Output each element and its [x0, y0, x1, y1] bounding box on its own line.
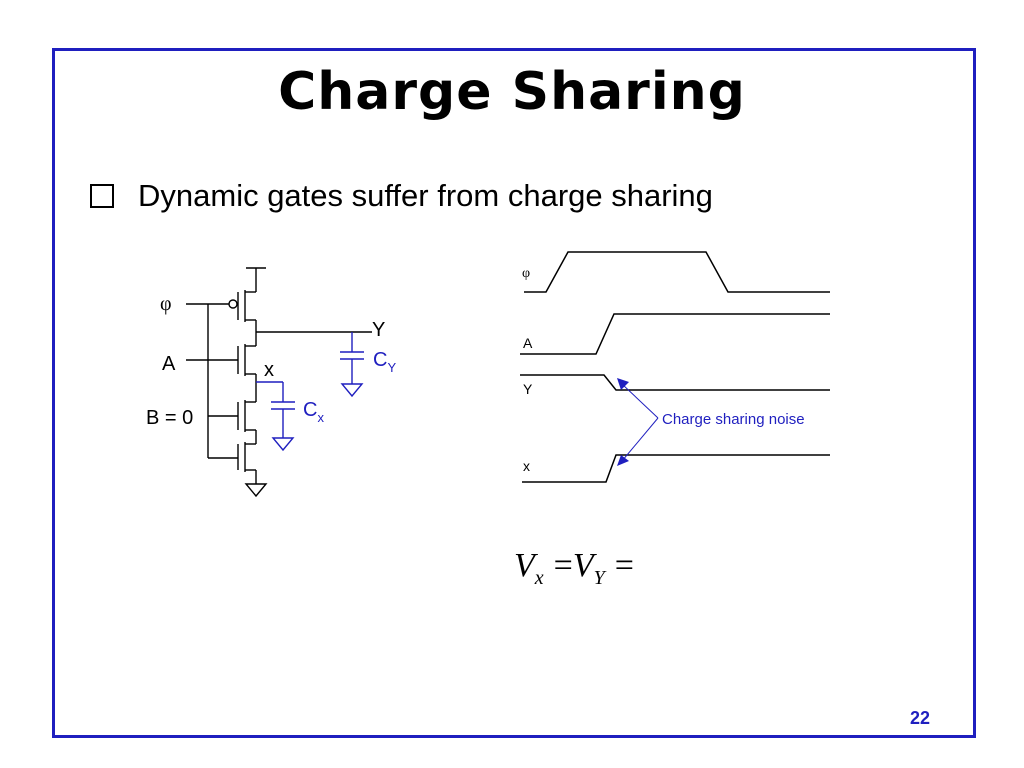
slide-title: Charge Sharing: [278, 62, 746, 122]
equation: Vx=VY=: [514, 547, 634, 589]
cx-ground-icon: [271, 437, 295, 452]
pmos-bubble: [228, 299, 238, 309]
a-waveform: [520, 313, 830, 355]
x-waveform: [522, 454, 830, 483]
page-number: 22: [910, 708, 931, 728]
schematic-labels: φ A B = 0 Y x CY Cx: [146, 293, 396, 429]
capacitors: [256, 332, 364, 452]
y-label: Y: [372, 319, 385, 341]
phi-label: φ: [160, 293, 172, 315]
bullet-item: Dynamic gates suffer from charge sharing: [90, 178, 713, 214]
annotation-line-bottom: [621, 417, 659, 462]
phi-waveform: [524, 251, 830, 293]
schematic: [186, 267, 372, 498]
waveform-labels: φ A Y x: [522, 266, 533, 474]
wave-phi-label: φ: [522, 266, 530, 281]
equation-text: Vx=VY=: [514, 547, 634, 589]
annotation-line-top: [621, 383, 659, 419]
wave-x-label: x: [523, 458, 530, 474]
ground-symbol: [244, 483, 268, 498]
noise-annotation: Charge sharing noise: [617, 378, 805, 466]
slide-frame: [52, 48, 976, 738]
y-waveform: [520, 374, 830, 391]
a-label: A: [162, 353, 176, 375]
wave-a-label: A: [523, 335, 533, 351]
arrowhead-top-icon: [617, 378, 629, 390]
waveforms: [520, 251, 830, 483]
annotation-text: Charge sharing noise: [662, 411, 805, 428]
b-label: B = 0: [146, 407, 193, 429]
arrowhead-bottom-icon: [617, 455, 629, 466]
cy-ground-icon: [340, 383, 364, 398]
checkbox-bullet-icon: [90, 184, 114, 208]
bullet-text: Dynamic gates suffer from charge sharing: [138, 178, 713, 213]
wave-y-label: Y: [523, 381, 533, 397]
cx-label: Cx: [303, 399, 324, 425]
cy-label: CY: [373, 349, 396, 375]
x-label: x: [264, 359, 274, 381]
